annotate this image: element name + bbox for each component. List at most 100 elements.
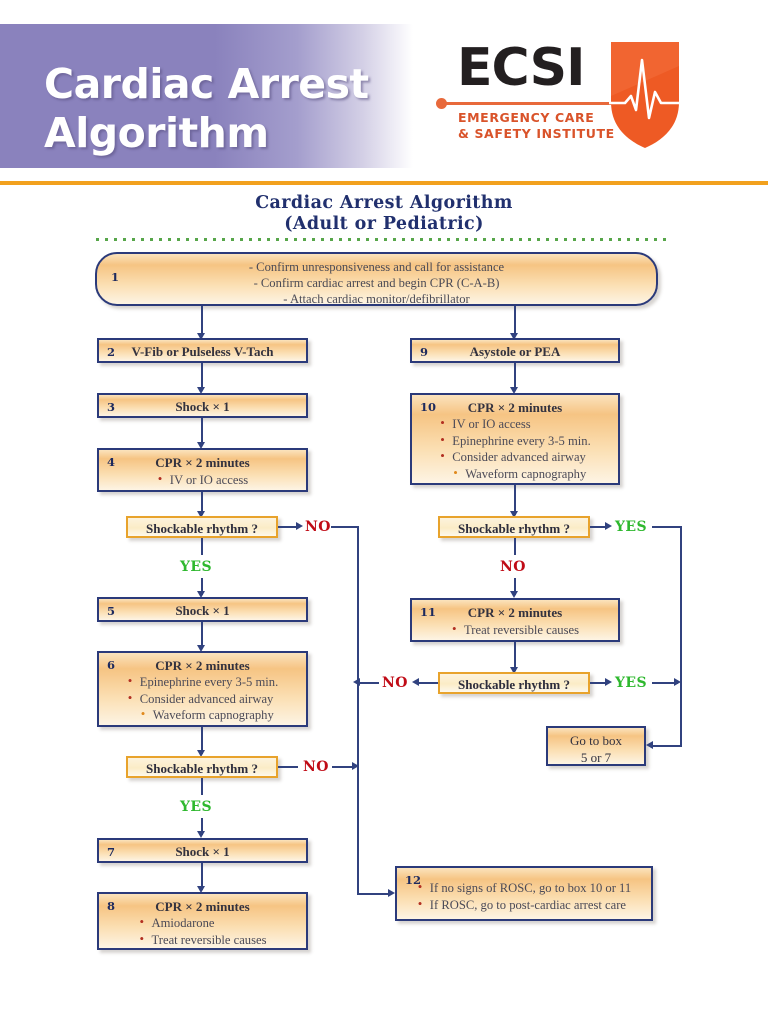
edge-6-to-d6: [201, 727, 203, 754]
logo-dot-icon: [436, 98, 447, 109]
orange-divider: [0, 181, 768, 185]
edge-d11-yes-arrow: [605, 678, 612, 686]
node-2-number: 2: [107, 345, 116, 359]
chart-title: Cardiac Arrest Algorithm (Adult or Pedia…: [0, 193, 768, 235]
edge-1-to-2: [201, 306, 203, 336]
label-d6-yes: YES: [180, 799, 212, 815]
decision-shockable-rhythm-3[interactable]: Shockable rhythm ?: [438, 516, 590, 538]
page-title: Cardiac Arrest Algorithm: [44, 60, 424, 158]
node-box-goto[interactable]: Go to box 5 or 7: [546, 726, 646, 766]
edge-9-to-10-arrow: [510, 387, 518, 394]
node-box-4[interactable]: 4 CPR × 2 minutes IV or IO access: [97, 448, 308, 492]
edge-d10-no-arrow: [510, 591, 518, 598]
node-box-12[interactable]: 12 If no signs of ROSC, go to box 10 or …: [395, 866, 653, 921]
node-6-bullets: Epinephrine every 3-5 min. Consider adva…: [127, 673, 279, 724]
edge-right-trunk: [680, 526, 682, 746]
node-box-9[interactable]: 9 Asystole or PEA: [410, 338, 620, 363]
label-d4-yes: YES: [180, 559, 212, 575]
ecsi-tagline-line2: & SAFETY INSTITUTE: [458, 126, 615, 141]
edge-6-to-d6-arrow: [197, 750, 205, 757]
node-10-bullets: IV or IO access Epinephrine every 3-5 mi…: [439, 415, 591, 483]
node-6-number: 6: [107, 658, 116, 672]
node-box-8[interactable]: 8 CPR × 2 minutes Amiodarone Treat rever…: [97, 892, 308, 950]
node-11-number: 11: [420, 605, 437, 619]
node-6-title: CPR × 2 minutes: [155, 658, 250, 673]
label-d6-no: NO: [303, 759, 329, 775]
edge-d4-no-stub: [278, 526, 298, 528]
node-4-title: CPR × 2 minutes: [155, 455, 250, 470]
chart-title-line2: (Adult or Pediatric): [284, 214, 484, 234]
edge-1-to-2-arrow: [197, 333, 205, 340]
node-12-bullet-1: If no signs of ROSC, go to box 10 or 11: [417, 879, 631, 897]
node-2-title: V-Fib or Pulseless V-Tach: [131, 344, 274, 359]
edge-7-to-8-arrow: [197, 886, 205, 893]
label-d4-no: NO: [305, 519, 331, 535]
edge-2-to-3-arrow: [197, 387, 205, 394]
node-3-number: 3: [107, 400, 116, 414]
node-4-number: 4: [107, 455, 116, 469]
shield-ecg-icon: [609, 42, 681, 148]
node-5-title: Shock × 1: [175, 603, 230, 618]
ecsi-tagline-line1: EMERGENCY CARE: [458, 110, 595, 125]
label-d10-yes: YES: [615, 519, 647, 535]
edge-11-to-d11-arrow: [510, 667, 518, 674]
decision-shockable-rhythm-2[interactable]: Shockable rhythm ?: [126, 756, 278, 778]
node-box-10[interactable]: 10 CPR × 2 minutes IV or IO access Epine…: [410, 393, 620, 485]
edge-1-to-9: [514, 306, 516, 336]
edge-4-to-d4: [201, 492, 203, 515]
edge-4-to-d4-arrow: [197, 511, 205, 518]
edge-d10-no-top: [514, 538, 516, 555]
edge-d10-yes-to-trunk: [652, 526, 682, 528]
edge-d10-no-bottom: [514, 578, 516, 595]
edge-d11-yes-trunk-arrow: [674, 678, 681, 686]
edge-10-to-d10-arrow: [510, 511, 518, 518]
decision-shockable-rhythm-4[interactable]: Shockable rhythm ?: [438, 672, 590, 694]
label-d11-no: NO: [382, 675, 408, 691]
edge-d4-yes-arrow: [197, 591, 205, 598]
node-8-number: 8: [107, 899, 116, 913]
edge-1-to-9-arrow: [510, 333, 518, 340]
edge-d6-yes-top: [201, 778, 203, 795]
edge-d4-yes-bottom: [201, 578, 203, 595]
ecsi-wordmark: ECSI: [457, 38, 585, 98]
node-box-2[interactable]: 2 V-Fib or Pulseless V-Tach: [97, 338, 308, 363]
edge-d6-no-arrow: [352, 762, 359, 770]
edge-middle-trunk: [357, 526, 359, 894]
edge-11-to-d11: [514, 642, 516, 671]
node-11-bullet-1: Treat reversible causes: [451, 621, 579, 639]
green-dotted-rule: [96, 238, 672, 241]
edge-d6-yes-arrow: [197, 831, 205, 838]
decision-shockable-rhythm-1[interactable]: Shockable rhythm ?: [126, 516, 278, 538]
edge-d11-no-trunk-arrow: [353, 678, 360, 686]
edge-5-to-6: [201, 622, 203, 648]
edge-d11-no-to-trunk: [359, 682, 379, 684]
node-4-bullets: IV or IO access: [157, 471, 248, 489]
logo-rule-divider: [444, 102, 614, 105]
node-box-5[interactable]: 5 Shock × 1: [97, 597, 308, 622]
edge-d6-no-stub: [278, 766, 298, 768]
node-10-bullet-4: Waveform capnography: [439, 465, 591, 483]
edge-d10-yes-stub: [590, 526, 607, 528]
edge-9-to-10: [514, 363, 516, 390]
node-9-title: Asystole or PEA: [469, 344, 561, 359]
node-12-bullets: If no signs of ROSC, go to box 10 or 11 …: [417, 879, 631, 913]
node-5-number: 5: [107, 604, 116, 618]
node-box-3[interactable]: 3 Shock × 1: [97, 393, 308, 418]
node-10-title: CPR × 2 minutes: [467, 400, 563, 415]
edge-d11-yes-stub: [590, 682, 607, 684]
node-7-title: Shock × 1: [175, 844, 230, 859]
node-10-bullet-2: Epinephrine every 3-5 min.: [439, 432, 591, 450]
edge-d4-no-to-trunk: [331, 526, 359, 528]
node-box-6[interactable]: 6 CPR × 2 minutes Epinephrine every 3-5 …: [97, 651, 308, 727]
node-6-bullet-3: Waveform capnography: [127, 706, 279, 724]
node-4-bullet-1: IV or IO access: [157, 471, 248, 489]
node-box-11[interactable]: 11 CPR × 2 minutes Treat reversible caus…: [410, 598, 620, 642]
edge-trunk-to-goto: [652, 745, 682, 747]
edge-d6-yes-bottom: [201, 818, 203, 835]
node-11-bullets: Treat reversible causes: [451, 621, 579, 639]
node-box-7[interactable]: 7 Shock × 1: [97, 838, 308, 863]
node-box-1[interactable]: 1 - Confirm unresponsiveness and call fo…: [95, 252, 658, 306]
node-10-bullet-1: IV or IO access: [439, 415, 591, 433]
edge-d11-yes-to-trunk: [652, 682, 678, 684]
